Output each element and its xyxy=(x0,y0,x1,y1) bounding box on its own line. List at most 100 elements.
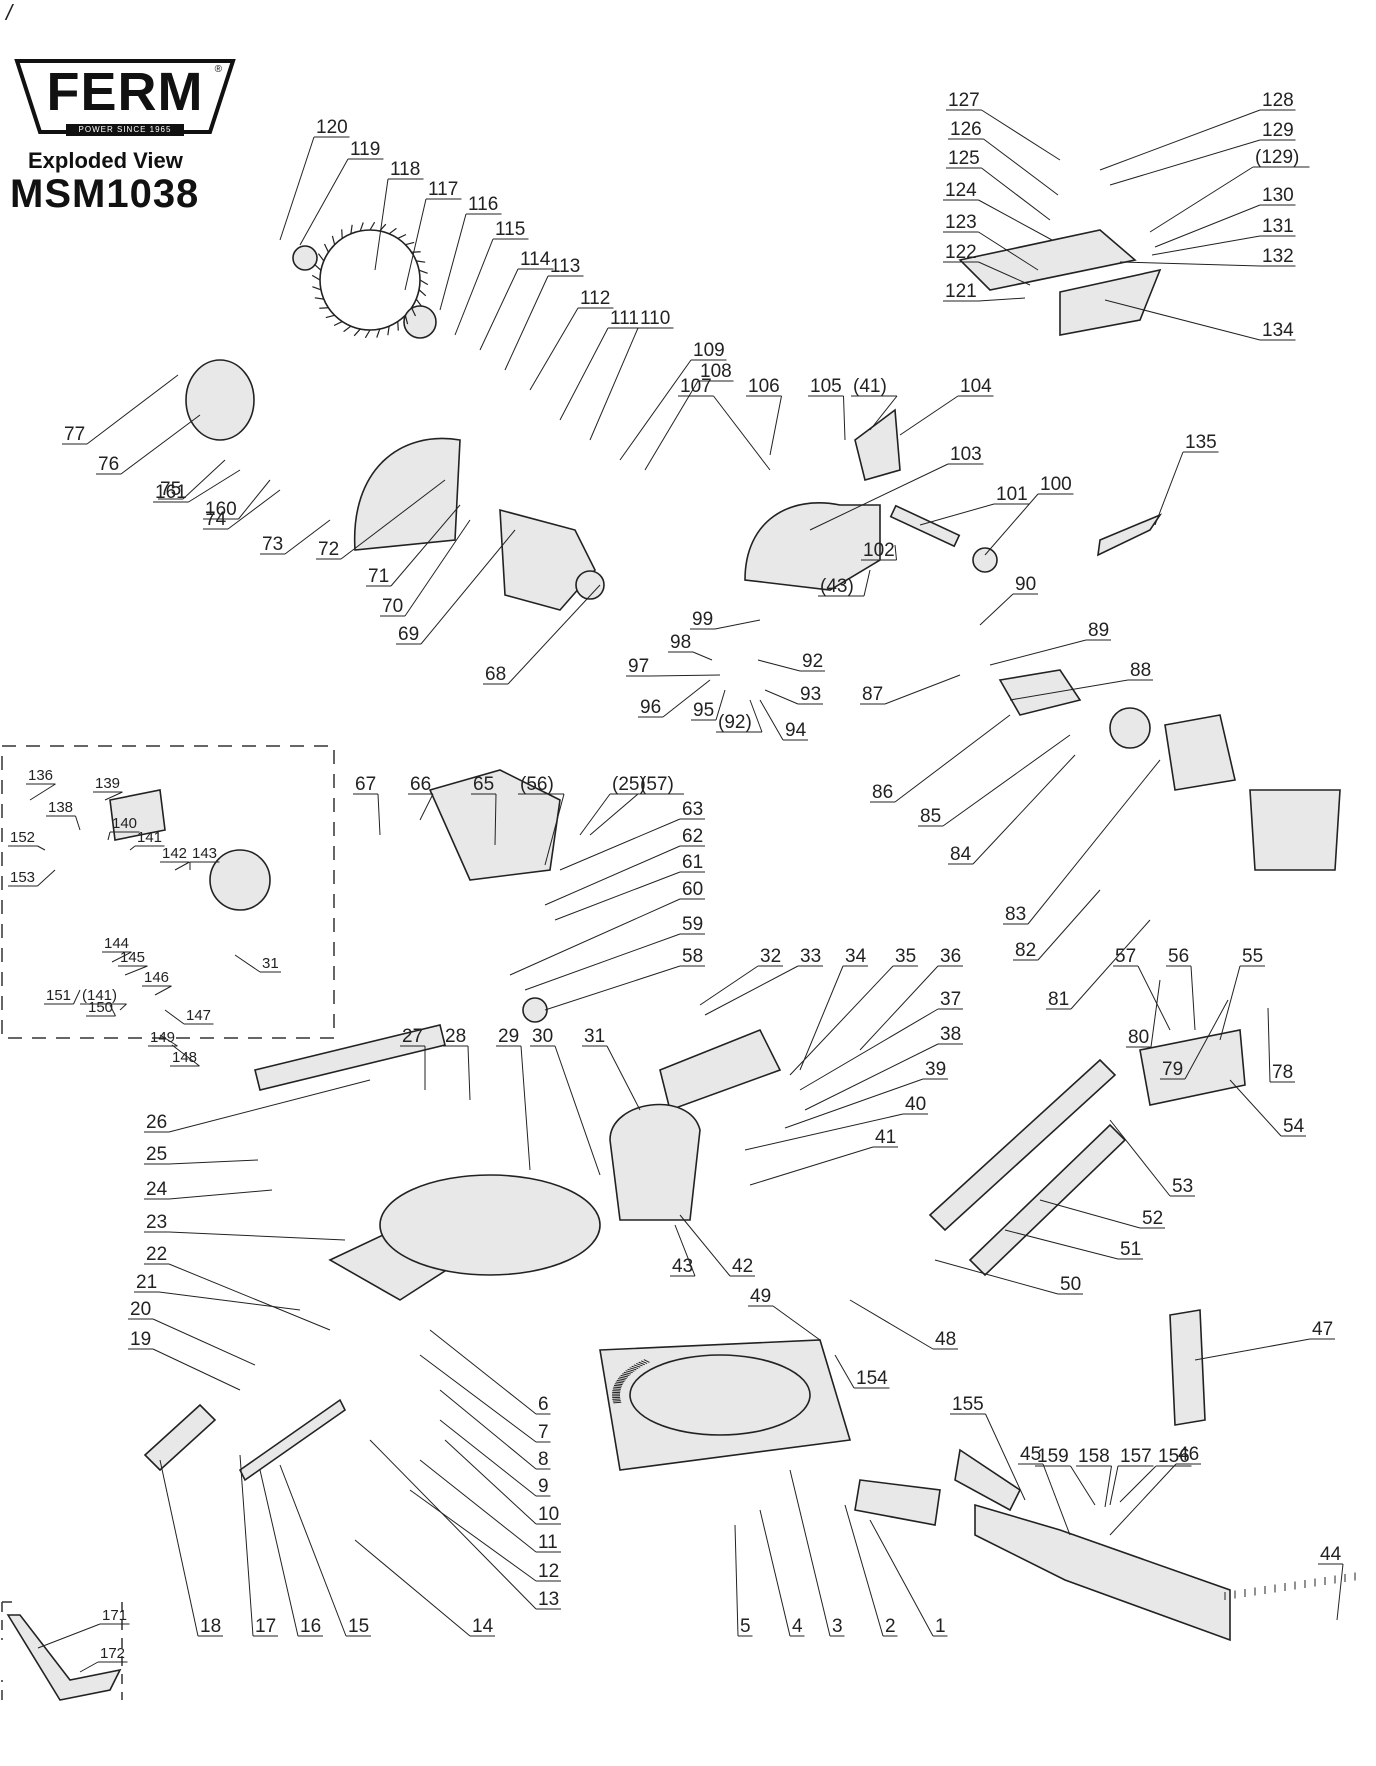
blade-tooth xyxy=(397,233,407,239)
callout-label: 99 xyxy=(692,609,713,630)
leader-line xyxy=(713,395,771,471)
callout-label: 120 xyxy=(316,117,348,138)
leader-line xyxy=(972,754,1076,865)
callout-label: 144 xyxy=(104,935,129,952)
switch-handle-31 xyxy=(209,849,271,911)
leader-line xyxy=(340,479,446,560)
callout-label: (92) xyxy=(718,712,752,733)
callout-label: 151 xyxy=(46,987,71,1004)
leader-line xyxy=(188,469,241,503)
leader-line xyxy=(109,1004,116,1017)
blade-tooth xyxy=(364,329,371,339)
leader-line xyxy=(279,1464,347,1637)
callout-label: 88 xyxy=(1130,660,1151,681)
callout-label: 52 xyxy=(1142,1208,1163,1229)
leader-line xyxy=(1009,679,1129,701)
leader-line xyxy=(439,1389,537,1470)
blade-tooth xyxy=(411,307,417,317)
leader-line xyxy=(404,198,427,291)
callout-label: 35 xyxy=(895,946,916,967)
extension-wing xyxy=(974,1503,1231,1642)
callout-label: 155 xyxy=(952,1394,984,1415)
blade-tooth xyxy=(343,325,352,333)
outer-flange xyxy=(292,245,318,271)
leader-line xyxy=(772,1305,821,1341)
callout-label: 19 xyxy=(130,1329,151,1350)
leader-line xyxy=(1109,1465,1119,1506)
callout-label: 25 xyxy=(146,1144,167,1165)
callout-label: 113 xyxy=(550,256,580,277)
leader-line xyxy=(1154,451,1184,526)
leader-line xyxy=(1104,299,1261,341)
leader-line xyxy=(239,1454,254,1637)
leader-line xyxy=(589,793,639,836)
callout-label: 41 xyxy=(875,1127,896,1148)
leader-line xyxy=(978,231,1039,271)
callout-label: 31 xyxy=(584,1026,605,1047)
callout-label: 24 xyxy=(146,1179,168,1200)
leader-line xyxy=(981,109,1061,161)
leader-line xyxy=(509,898,681,976)
callout-label: 147 xyxy=(186,1007,211,1024)
stator xyxy=(1164,714,1236,791)
callout-label: 130 xyxy=(1262,185,1294,206)
leader-line xyxy=(859,965,939,1051)
callout-label: 71 xyxy=(368,566,389,587)
leader-line xyxy=(1154,204,1261,248)
blade-tooth xyxy=(387,326,390,336)
logo-tagline: POWER SINCE 1965 xyxy=(66,124,184,136)
blade-tooth xyxy=(313,263,322,271)
miter-scale-tick xyxy=(615,1381,624,1384)
leader-line xyxy=(111,951,132,963)
callout-label: 14 xyxy=(472,1616,494,1637)
leader-line xyxy=(554,1045,601,1176)
leader-line xyxy=(1027,759,1161,925)
miter-scale-tick xyxy=(619,1376,627,1379)
callout-label: 46 xyxy=(1178,1444,1199,1465)
rail-support-54 xyxy=(1139,1029,1246,1106)
callout-label: 116 xyxy=(468,194,498,215)
leader-line xyxy=(29,783,56,801)
callout-label: 39 xyxy=(925,1059,946,1080)
leader-line xyxy=(985,1413,1026,1501)
callout-label: 146 xyxy=(144,969,169,986)
leader-line xyxy=(168,1079,371,1133)
leader-line xyxy=(158,1291,301,1311)
leader-line xyxy=(979,593,1014,626)
callout-label: 75 xyxy=(160,479,181,500)
callout-label: 73 xyxy=(262,534,283,555)
leader-line xyxy=(168,1159,259,1165)
callout-label: 89 xyxy=(1088,620,1109,641)
blade-tooth xyxy=(333,321,343,327)
callout-label: 153 xyxy=(10,869,35,886)
detail-box-clip xyxy=(1,1601,123,1700)
callout-label: 38 xyxy=(940,1024,961,1045)
callout-label: 86 xyxy=(872,782,893,803)
handle-18 xyxy=(143,1403,217,1472)
leader-line xyxy=(507,584,601,685)
leader-line xyxy=(544,965,681,1011)
leader-line xyxy=(554,871,681,921)
leader-line xyxy=(619,359,692,461)
leader-line xyxy=(404,519,471,617)
callout-label: 21 xyxy=(136,1272,157,1293)
callout-label: 148 xyxy=(172,1049,197,1066)
blade-cover-plate xyxy=(185,359,255,441)
upper-blade-guard xyxy=(353,437,461,551)
rail-51 xyxy=(968,1123,1127,1277)
callout-label: 59 xyxy=(682,914,703,935)
callout-label: 22 xyxy=(146,1244,167,1265)
miter-scale-tick xyxy=(627,1368,635,1372)
callout-label: 117 xyxy=(428,179,458,200)
leader-line xyxy=(374,178,389,271)
leader-line xyxy=(420,529,516,645)
leader-line xyxy=(168,1263,331,1331)
callout-label: 114 xyxy=(520,249,551,270)
callout-label: 47 xyxy=(1312,1319,1333,1340)
miter-scale-tick xyxy=(613,1384,622,1387)
miter-scale-tick xyxy=(643,1359,650,1363)
callout-label: 15 xyxy=(348,1616,369,1637)
leader-line xyxy=(234,954,261,973)
leader-line xyxy=(37,869,56,887)
